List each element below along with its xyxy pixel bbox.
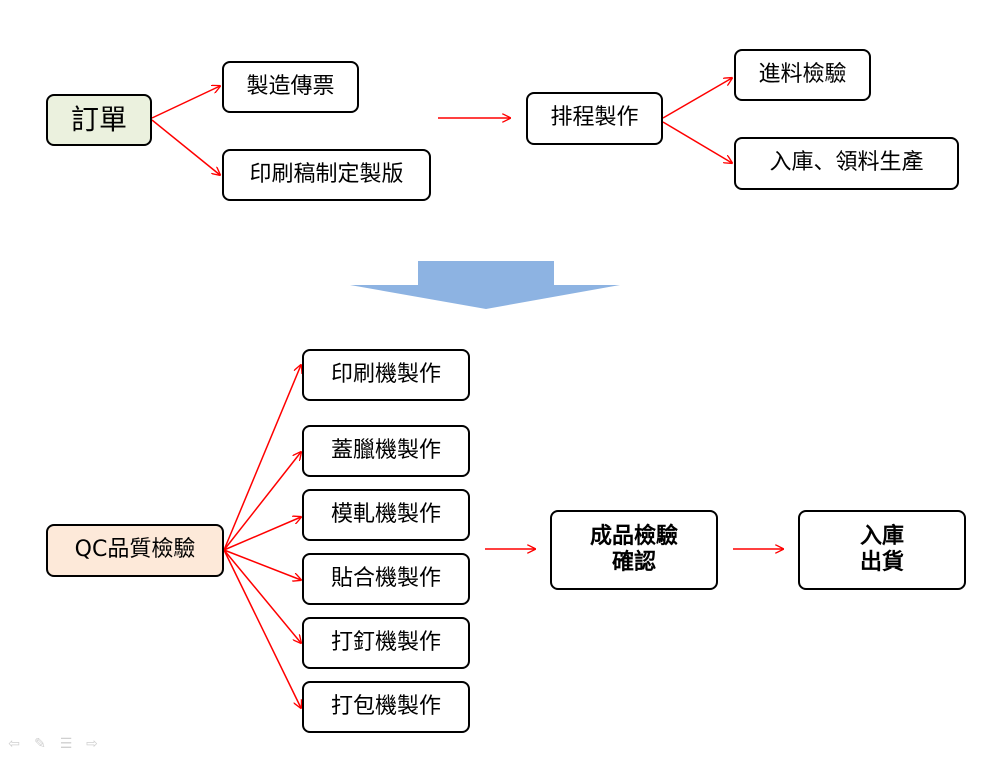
arrow-order-to-ticket bbox=[151, 86, 220, 119]
arrow-qc-to-gluing bbox=[223, 549, 301, 580]
ship-line-2: 出貨 bbox=[859, 550, 904, 575]
arrow-qc-to-laminating bbox=[223, 452, 301, 551]
node-gluing: 貼合機製作 bbox=[302, 553, 470, 605]
node-scheduling: 排程製作 bbox=[526, 92, 663, 145]
menu-icon[interactable]: ☰ bbox=[59, 736, 73, 752]
arrow-qc-to-stapling bbox=[223, 549, 301, 643]
node-incoming-inspection: 進料檢驗 bbox=[734, 49, 871, 101]
node-printing: 印刷機製作 bbox=[302, 349, 470, 401]
pen-icon[interactable]: ✎ bbox=[34, 736, 46, 752]
arrow-scheduling-to-incoming bbox=[662, 78, 732, 119]
node-stapling: 打釘機製作 bbox=[302, 617, 470, 669]
node-manufacturing-ticket: 製造傳票 bbox=[222, 61, 359, 113]
arrow-scheduling-to-warehouse bbox=[662, 121, 732, 163]
node-laminating: 蓋臘機製作 bbox=[302, 425, 470, 477]
ship-line-1: 入庫 bbox=[859, 523, 904, 549]
arrow-order-to-plate bbox=[151, 119, 220, 175]
node-packing: 打包機製作 bbox=[302, 681, 470, 733]
node-ship: 入庫 出貨 bbox=[798, 510, 966, 590]
node-die-cutting: 模軋機製作 bbox=[302, 489, 470, 541]
arrow-qc-to-printing bbox=[223, 365, 301, 551]
node-warehouse-material: 入庫、領料生產 bbox=[734, 137, 959, 190]
forward-arrow-icon[interactable]: ⇨ bbox=[86, 736, 98, 752]
node-order: 訂單 bbox=[46, 94, 152, 146]
arrow-qc-to-packing bbox=[223, 549, 301, 708]
big-down-arrow bbox=[350, 261, 620, 309]
node-plate-making: 印刷稿制定製版 bbox=[222, 149, 431, 201]
node-qc: QC品質檢驗 bbox=[46, 524, 224, 577]
back-arrow-icon[interactable]: ⇦ bbox=[8, 736, 20, 752]
node-final-inspection: 成品檢驗 確認 bbox=[550, 510, 718, 590]
final-inspection-line-2: 確認 bbox=[611, 550, 656, 575]
slide-toolbar: ⇦ ✎ ☰ ⇨ bbox=[6, 736, 100, 752]
arrow-qc-to-die-cutting bbox=[223, 517, 301, 551]
final-inspection-line-1: 成品檢驗 bbox=[589, 523, 678, 549]
